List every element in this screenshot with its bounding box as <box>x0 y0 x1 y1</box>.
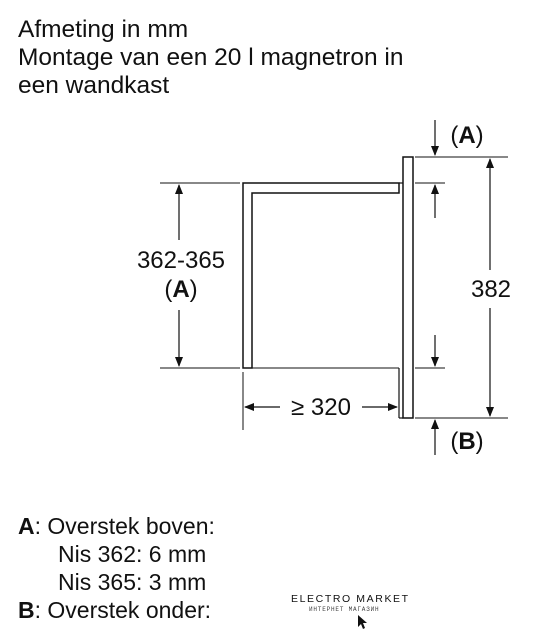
logo-brand: ELECTRO MARKET <box>291 593 410 605</box>
height-range-label: 362-365 <box>137 247 225 274</box>
logo-tagline: ИНТЕРНЕТ МАГАЗИН <box>309 606 380 613</box>
title-block: Afmeting in mm Montage van een 20 l magn… <box>18 16 403 100</box>
legend-a-letter: A <box>18 513 35 539</box>
legend-nis-365: Nis 365: 3 mm <box>58 569 207 595</box>
height-ref-letter: A <box>172 276 189 303</box>
top-ref-label: (A) <box>450 122 483 149</box>
title-line-3: een wandkast <box>18 72 170 99</box>
bottom-ref-letter: B <box>458 428 475 455</box>
legend: A: Overstek boven: Nis 362: 6 mm Nis 365… <box>18 512 215 624</box>
legend-a-row: A: Overstek boven: <box>18 512 215 540</box>
legend-b-label: : Overstek onder: <box>34 597 212 623</box>
bottom-ref-label: (B) <box>450 428 483 455</box>
appliance-front-panel <box>402 156 414 419</box>
min-depth-label: ≥ 320 <box>291 394 351 421</box>
title-line-1: Afmeting in mm <box>18 16 189 43</box>
legend-a-label: : Overstek boven: <box>34 513 215 539</box>
title-line-2: Montage van een 20 l magnetron in <box>18 44 404 71</box>
top-ref-letter: A <box>458 122 475 149</box>
watermark-logo: ELECTRO MARKET ИНТЕРНЕТ МАГАЗИН <box>283 575 438 631</box>
height-ref-label: (A) <box>164 276 197 303</box>
cabinet-outline <box>242 182 400 369</box>
legend-b-row: B: Overstek onder: <box>18 596 215 624</box>
cursor-icon <box>358 615 367 629</box>
legend-nis-362: Nis 362: 6 mm <box>58 541 207 567</box>
overall-height-label: 382 <box>471 276 511 303</box>
legend-b-letter: B <box>18 597 35 623</box>
